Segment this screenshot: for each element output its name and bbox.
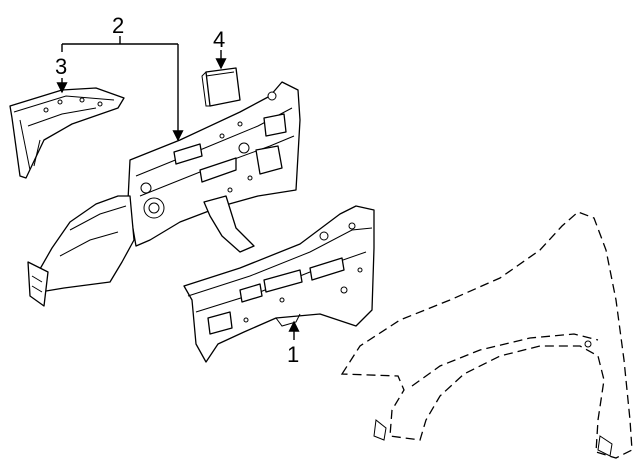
callout-3: 3 [55,54,67,79]
leader-lines [56,36,300,340]
callout-1: 1 [287,342,299,367]
part-4-pad [201,67,241,107]
part-3-bracket [9,87,125,179]
part-2-apron-assembly [27,81,301,307]
callout-4: 4 [213,27,225,52]
callout-2: 2 [112,13,124,38]
part-1-apron [183,205,375,363]
fender-outline [340,211,633,459]
